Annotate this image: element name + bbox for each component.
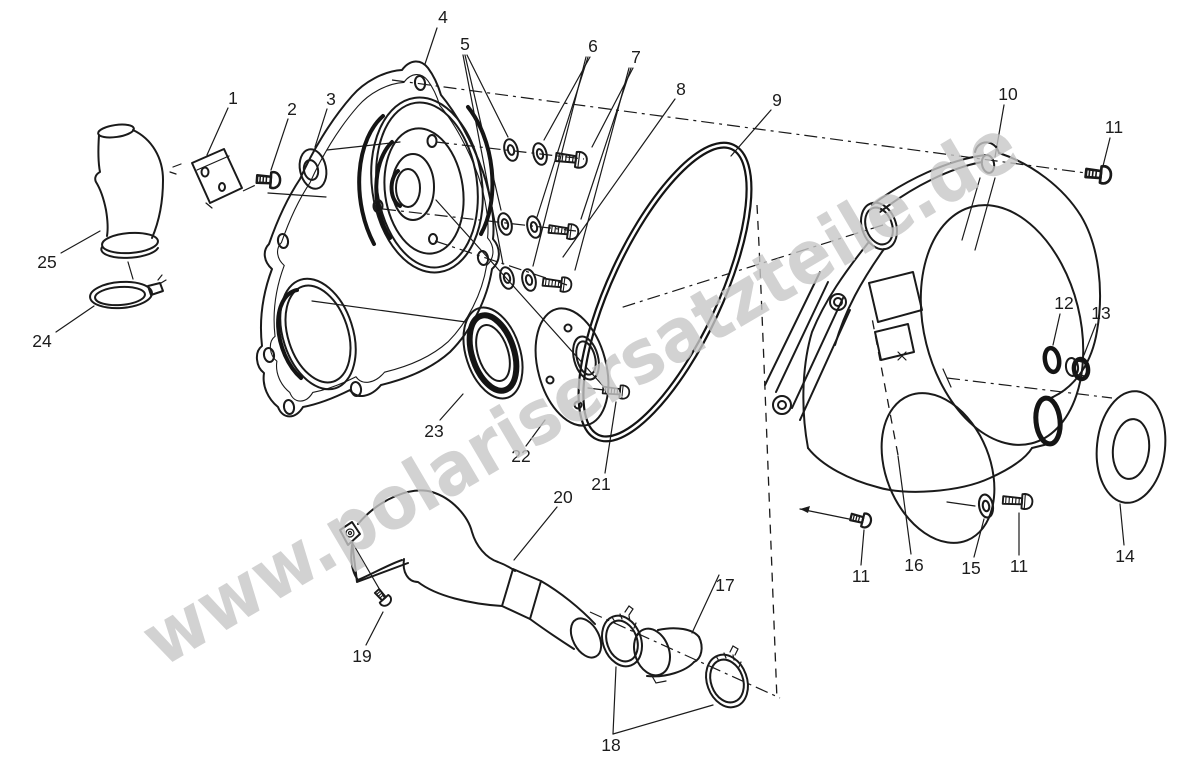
leader-line-16 — [897, 455, 912, 555]
leader-line-5 — [464, 54, 502, 211]
callout-17: 17 — [715, 575, 734, 595]
callout-15: 15 — [961, 558, 980, 578]
callout-6: 6 — [588, 36, 598, 56]
leader-line-20 — [513, 506, 558, 561]
leader-line-24 — [55, 305, 95, 333]
leader-line-4 — [424, 27, 438, 65]
leader-line-18 — [612, 704, 714, 735]
callout-18: 18 — [601, 735, 620, 755]
callout-11: 11 — [852, 566, 870, 586]
leader-line-2 — [270, 118, 289, 171]
callout-9: 9 — [772, 90, 782, 110]
callout-21: 21 — [591, 474, 610, 494]
callout-1: 1 — [228, 88, 238, 108]
leader-line-7 — [574, 67, 630, 271]
mounting-bracket — [191, 148, 243, 209]
leader-line-19 — [365, 611, 384, 646]
screw-19 — [371, 586, 395, 610]
bolt-2 — [255, 169, 282, 190]
bolt-11-right — [1001, 491, 1034, 511]
clamp-18-right — [705, 645, 749, 709]
leader-line-9 — [730, 109, 772, 157]
leader-line-1 — [206, 107, 229, 156]
leader-line-23 — [439, 393, 464, 421]
callout-3: 3 — [326, 89, 336, 109]
seal-23 — [462, 306, 524, 400]
leader-line-22 — [525, 419, 546, 447]
callout-22: 22 — [511, 446, 530, 466]
leader-line-10 — [994, 104, 1005, 158]
leader-line-11 — [860, 529, 865, 566]
plug-13 — [1064, 356, 1091, 382]
callout-5: 5 — [460, 34, 470, 54]
callout-4: 4 — [438, 7, 448, 27]
leader-line-6 — [532, 56, 587, 267]
callout-8: 8 — [676, 79, 686, 99]
leader-line-14 — [1119, 503, 1125, 546]
callout-12: 12 — [1054, 293, 1073, 313]
callout-10: 10 — [998, 84, 1018, 104]
screw-11-top-right — [1083, 163, 1114, 186]
drive-belt — [577, 141, 753, 443]
leader-line-11 — [1102, 137, 1111, 167]
callout-14: 14 — [1115, 546, 1135, 566]
callout-24: 24 — [32, 331, 52, 351]
bearing-flange — [534, 307, 610, 427]
callout-16: 16 — [904, 555, 923, 575]
callout-2: 2 — [287, 99, 297, 119]
clamp-18-left — [601, 605, 643, 668]
leader-line-12 — [1052, 313, 1061, 346]
callout-23: 23 — [424, 421, 443, 441]
leader-line-17 — [691, 574, 720, 634]
leader-line-3 — [314, 108, 328, 148]
washer-15 — [976, 492, 996, 520]
hose-clamp — [89, 274, 167, 310]
callout-25: 25 — [37, 252, 56, 272]
leader-line-5 — [466, 54, 509, 138]
callout-20: 20 — [553, 487, 573, 507]
leader-line-15 — [973, 518, 985, 558]
leader-line-13 — [1083, 323, 1097, 356]
callout-19: 19 — [352, 646, 371, 666]
boot-17 — [633, 627, 703, 684]
leader-line-18 — [612, 666, 617, 735]
watermark-text: www.polarisersatzteile.de — [127, 102, 1032, 684]
outlet-duct — [339, 489, 603, 659]
callout-7: 7 — [631, 47, 641, 67]
leader-line-21 — [604, 401, 617, 474]
oring-12 — [1042, 345, 1062, 375]
screw-11-mid — [848, 509, 874, 530]
callout-13: 13 — [1091, 303, 1110, 323]
seal-14 — [1095, 390, 1167, 504]
leader-line-8 — [562, 98, 676, 258]
leader-line-25 — [60, 230, 101, 254]
intake-elbow — [94, 123, 182, 259]
outer-clutch-cover — [764, 141, 1102, 544]
leader-line-5 — [462, 54, 504, 265]
washers-and-bolts — [495, 136, 589, 294]
callout-11: 11 — [1105, 117, 1123, 137]
callout-11: 11 — [1010, 556, 1028, 576]
